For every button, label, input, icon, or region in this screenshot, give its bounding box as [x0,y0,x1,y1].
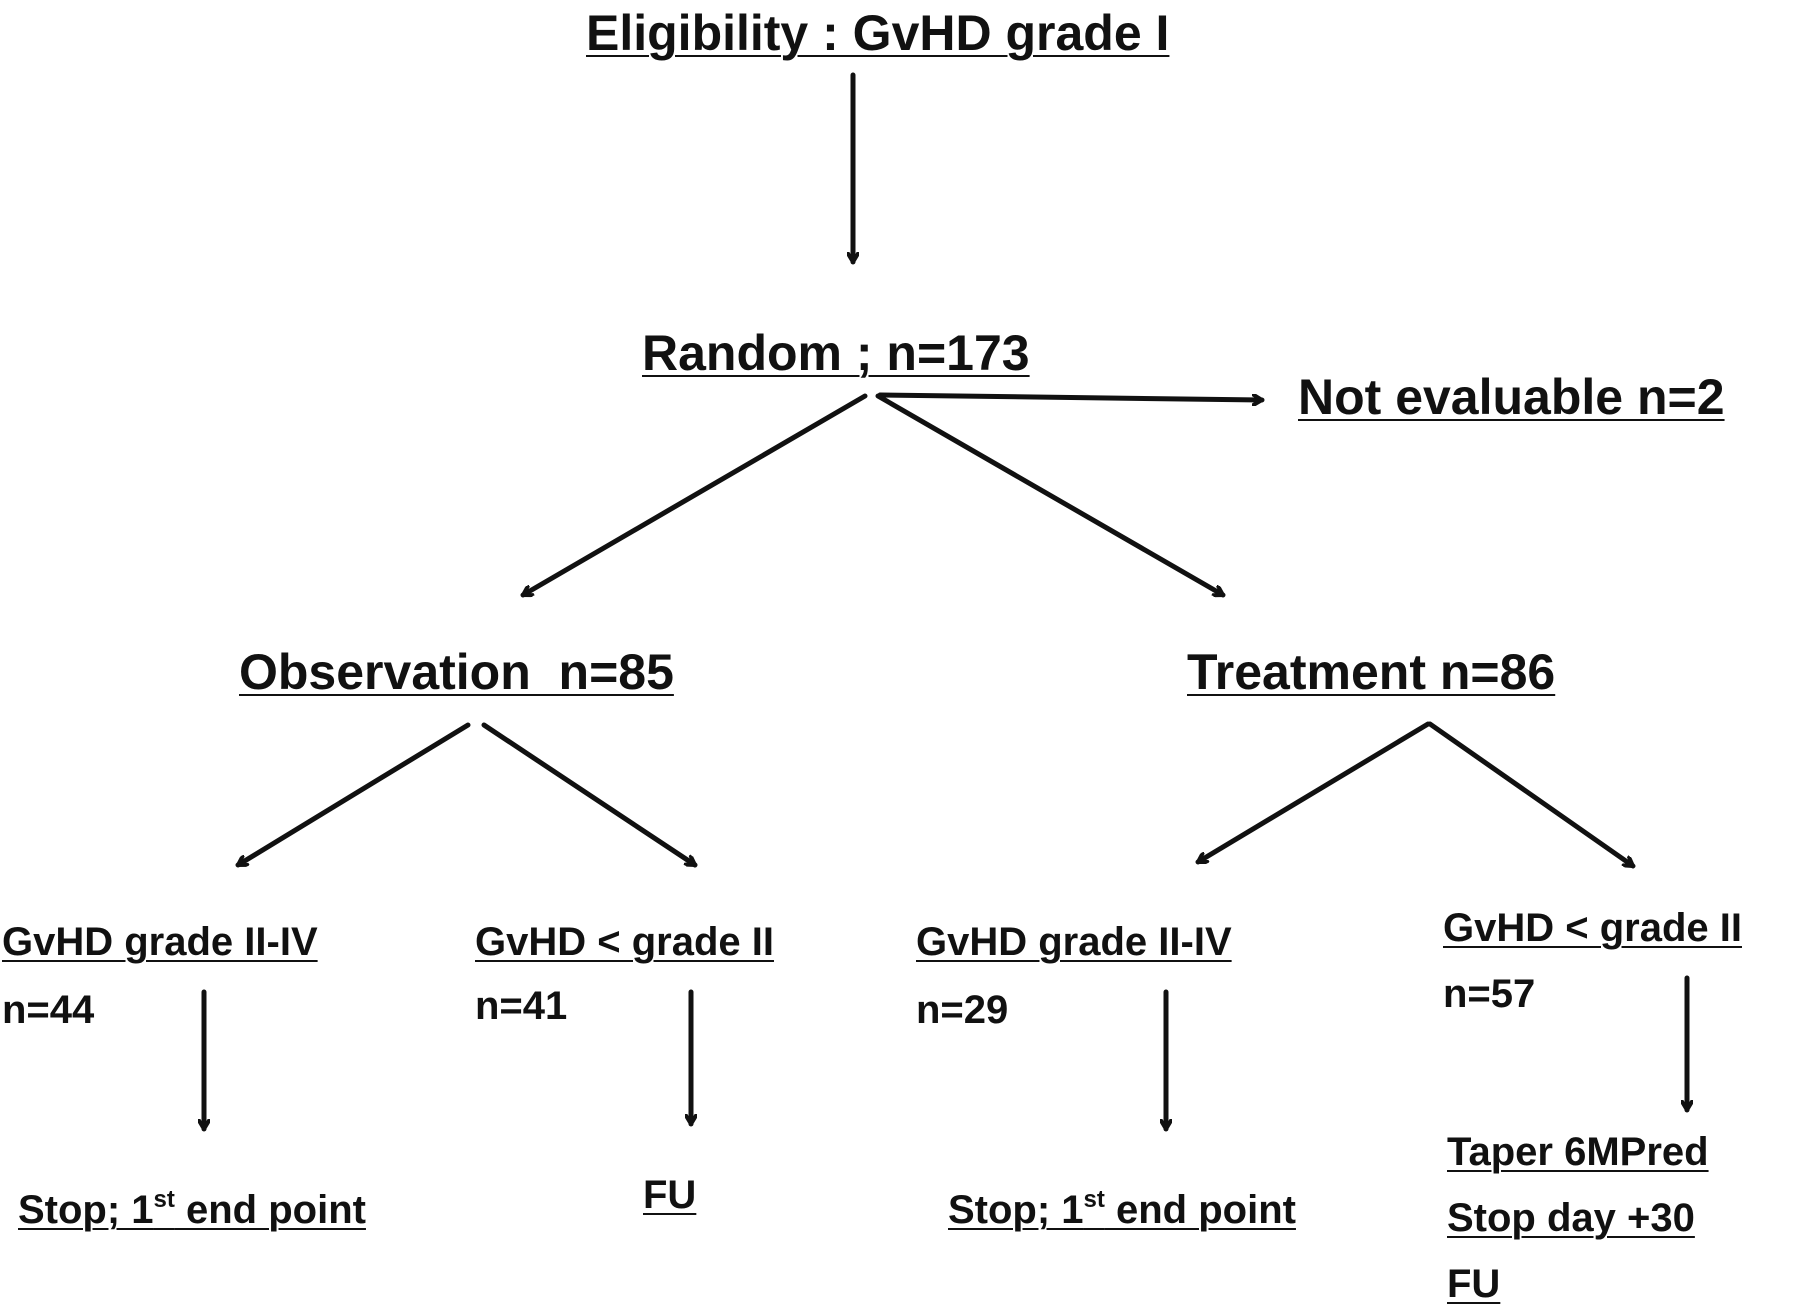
arrow-random-to-not-evaluable [877,392,1265,400]
node-trt-severe-outcome: Stop; 1st end point [948,1188,1296,1232]
node-trt-mild-outcome-fu: FU [1447,1262,1501,1306]
node-trt-mild-outcome-taper: Taper 6MPred [1447,1130,1709,1174]
node-obs-mild-outcome: FU [643,1173,697,1217]
outcome-ordinal-suffix: st [153,1186,175,1213]
node-treatment: Treatment n=86 [1187,644,1556,700]
node-obs-severe-label: GvHD grade II-IV [2,920,318,964]
node-obs-mild-label: GvHD < grade II [475,920,774,964]
node-not-evaluable: Not evaluable n=2 [1298,369,1725,425]
node-trt-severe-count: n=29 [916,988,1009,1032]
outcome-prefix: Stop; 1 [18,1188,154,1232]
node-obs-severe-outcome: Stop; 1st end point [18,1188,366,1232]
node-eligibility: Eligibility : GvHD grade I [586,5,1170,61]
node-obs-severe-count: n=44 [2,988,95,1032]
node-trt-severe-label: GvHD grade II-IV [916,920,1232,964]
outcome-suffix: end point [174,1188,366,1232]
node-obs-mild-count: n=41 [475,984,568,1028]
node-observation: Observation n=85 [239,644,674,700]
arrow-observation-to-obs-severe [238,722,471,868]
arrow-treatment-to-trt-mild [1427,721,1633,869]
arrow-random-to-observation [523,393,868,598]
node-random: Random ; n=173 [642,325,1030,381]
outcome-ordinal-suffix: st [1083,1186,1105,1213]
node-trt-mild-outcome-stop: Stop day +30 [1447,1196,1695,1240]
outcome-suffix: end point [1104,1188,1296,1232]
arrow-random-to-treatment [875,393,1223,598]
arrow-observation-to-obs-mild [481,722,695,868]
node-trt-mild-count: n=57 [1443,972,1536,1016]
node-trt-mild-label: GvHD < grade II [1443,906,1742,950]
arrow-treatment-to-trt-severe [1198,721,1431,865]
outcome-prefix: Stop; 1 [948,1188,1084,1232]
